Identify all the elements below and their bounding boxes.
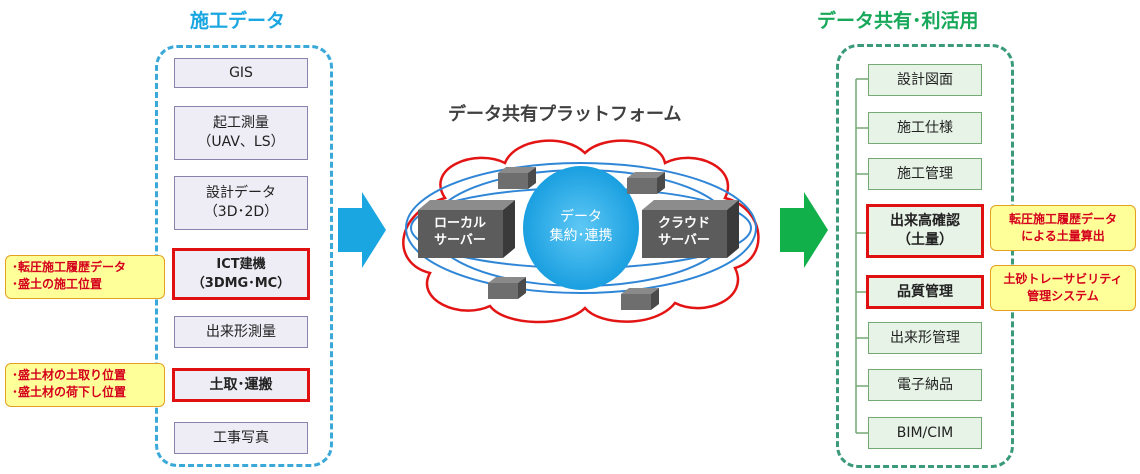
construction-spec-box: 施工仕様 [868,112,982,144]
initial-survey-box: 起工測量（UAV、LS） [174,106,308,160]
ict-machinery-box: ICT建機（3DMG･MC） [172,248,310,300]
platform-title: データ共有プラットフォーム [448,104,682,125]
soil-volume-note: 転圧施工履歴データによる土量算出 [990,205,1136,251]
data-hub-label: データ集約･連携 [549,209,613,244]
quality-management-box: 品質管理 [866,275,984,309]
design-drawings-box: 設計図面 [868,64,982,96]
node-icon [627,172,665,194]
traceability-note: 土砂トレーサビリティ管理システム [990,265,1136,311]
output-check-box: 出来高確認（土量） [866,204,984,258]
left-arrow-icon [338,192,386,268]
design-data-box: 設計データ（3D･2D） [174,176,308,230]
node-icon [498,167,536,189]
compaction-note: ･転圧施工履歴データ･盛土の施工位置 [5,255,165,299]
cloud-server-label: クラウドサーバー [657,216,710,248]
local-server-label: ローカルサーバー [433,216,486,248]
construction-data-title: 施工データ [190,10,286,32]
data-sharing-group [836,44,1014,468]
data-sharing-title: データ共有･利活用 [817,10,979,32]
node-icon [621,288,659,310]
local-server-icon [418,200,515,258]
platform-cloud [402,139,760,324]
gis-box: GIS [174,58,308,88]
earth-transport-box: 土取･運搬 [172,368,310,402]
electronic-delivery-box: 電子納品 [868,369,982,401]
cloud-server-icon [642,200,739,258]
bim-cim-box: BIM/CIM [868,417,982,449]
soil-position-note: ･盛土材の土取り位置･盛土材の荷下し位置 [5,363,165,407]
node-icon [488,277,526,299]
data-hub-icon [523,166,639,290]
construction-photos-box: 工事写真 [174,422,308,454]
right-arrow-icon [780,192,828,268]
construction-management-box: 施工管理 [868,158,982,190]
as-built-management-box: 出来形管理 [868,322,982,354]
as-built-survey-box: 出来形測量 [174,316,308,348]
